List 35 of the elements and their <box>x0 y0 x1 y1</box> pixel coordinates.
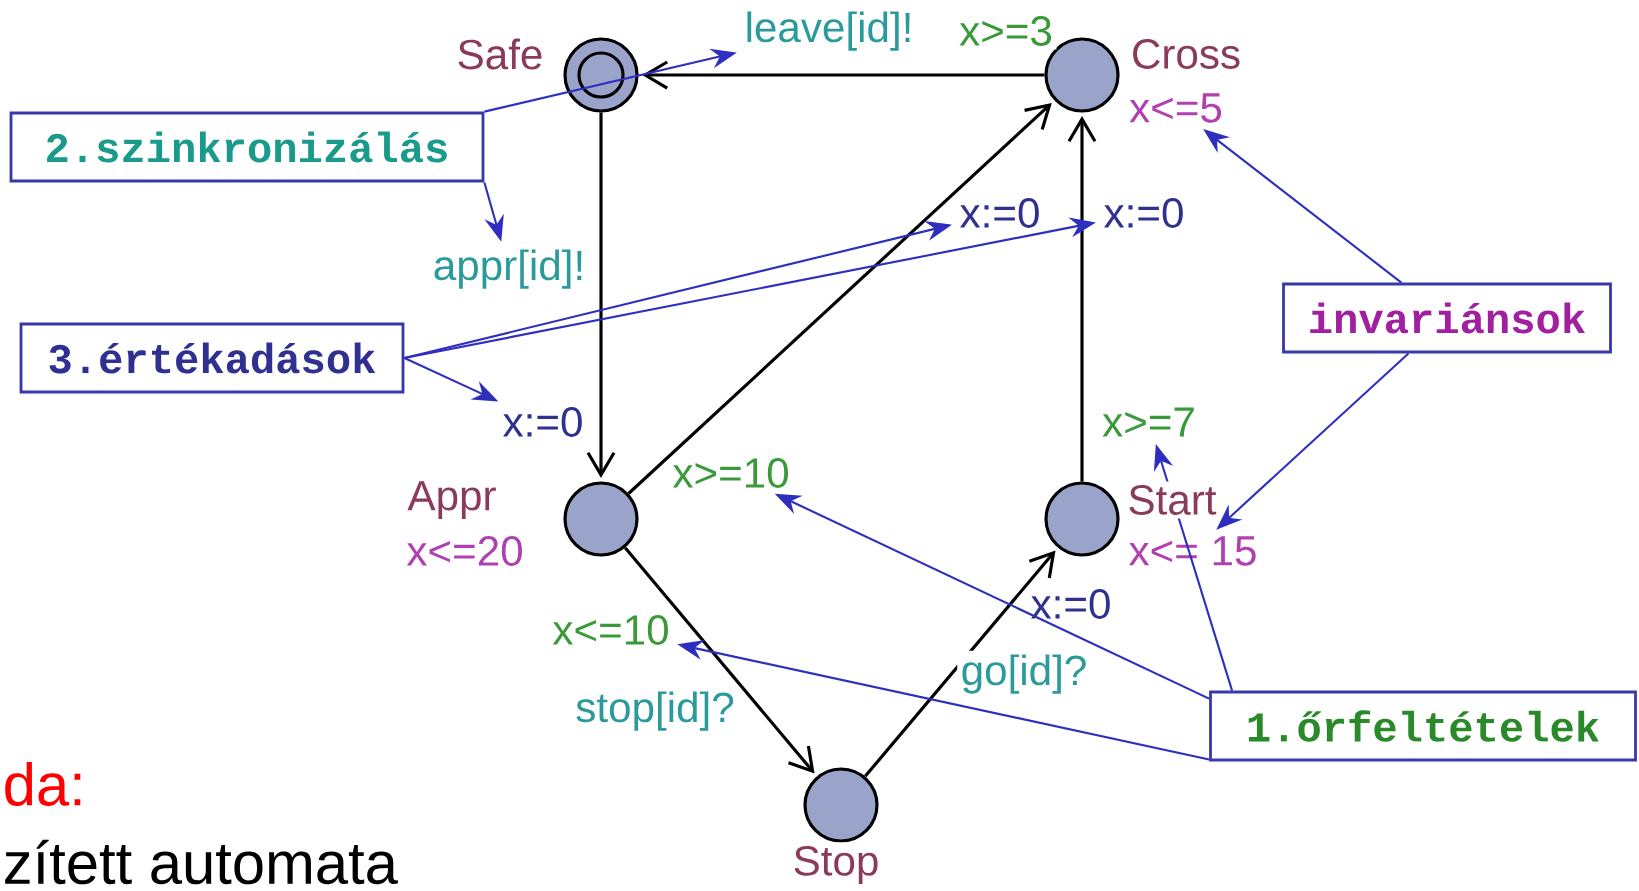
transition-arrow <box>864 550 1056 778</box>
state-name: Cross <box>1127 35 1245 73</box>
edge-label: leave[id]! <box>747 11 910 51</box>
note-box: invariánsok <box>1282 282 1612 354</box>
note-box: 3.értékadások <box>19 322 405 394</box>
transition-arrow <box>1067 116 1097 482</box>
state-name: Safe <box>453 35 547 73</box>
edge-label: x>=10 <box>672 458 788 488</box>
note-box: 1.őrfeltételek <box>1209 690 1637 762</box>
edge-label: x>=7 <box>1102 407 1194 437</box>
invariant-label: x<=20 <box>402 532 528 570</box>
state-circle <box>1044 481 1120 557</box>
edge-label: x<=10 <box>552 615 668 645</box>
edge-label: x:=0 <box>503 407 582 437</box>
edge-label: stop[id]? <box>571 687 739 735</box>
caption-text: zített automata <box>5 839 398 885</box>
assignment-text: x:=0 <box>1031 589 1110 619</box>
state-name: Stop <box>789 842 883 888</box>
transition-arrow <box>623 546 815 774</box>
caption-text: da: <box>5 762 81 806</box>
note-box: 2.szinkronizálás <box>9 111 485 183</box>
edge-label: x:=0 <box>1104 198 1183 228</box>
state-name: Appr <box>403 477 501 523</box>
state-circle <box>803 767 879 843</box>
state-circle <box>563 481 639 557</box>
edge-label: x:=0 <box>960 198 1039 228</box>
state-circle <box>563 37 639 113</box>
edge-label: appr[id]! <box>434 249 582 289</box>
transition-arrow <box>627 102 1052 495</box>
state-name: Start <box>1123 481 1221 519</box>
transition-arrow <box>642 60 1045 90</box>
edge-label: go[id]? <box>957 650 1091 698</box>
transition-arrow <box>586 112 616 478</box>
edge-label: x>=3 <box>955 12 1057 50</box>
edge-label: x<=5 <box>1129 93 1222 123</box>
